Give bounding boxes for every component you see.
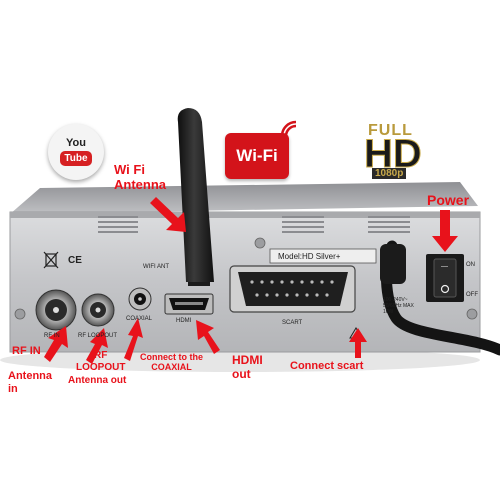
youtube-you-text: You — [66, 137, 86, 149]
fullhd-hd-text: HD — [364, 132, 423, 176]
scart-panel-label: SCART — [282, 320, 303, 326]
connect-scart-annotation: Connect scart — [290, 360, 364, 372]
panel-screws — [14, 237, 478, 320]
power-off-label: OFF — [466, 292, 478, 298]
rf-in-panel-label: RF IN — [44, 333, 60, 339]
hdmi-panel-label: HDMI — [176, 318, 192, 324]
annotation-arrows — [44, 197, 458, 364]
model-label-plate — [269, 248, 377, 264]
rf-in-annotation: RF IN — [12, 345, 41, 357]
hdmi-port — [164, 293, 214, 315]
fullhd-resolution-text: 1080p — [372, 168, 407, 179]
power-on-label: ON — [466, 262, 475, 268]
rf-loopout-panel-label: RF LOOPOUT — [78, 333, 118, 339]
wifi-ant-label: WIFI ANT — [143, 264, 169, 270]
wifi-antenna-annotation: Wi Fi Antenna — [114, 162, 166, 192]
vent-grilles — [98, 216, 410, 233]
youtube-tube-text: Tube — [60, 151, 92, 166]
coaxial-panel-label: COAXIAL — [126, 316, 153, 322]
wifi-logo: Wi-Fi — [225, 133, 289, 179]
fullhd-full-text: FULL — [368, 122, 413, 139]
antenna-out-annotation: Antenna out — [68, 375, 127, 386]
rf-loopout-annotation: RF LOOPOUT — [76, 350, 126, 373]
rf-in-connector — [35, 289, 77, 331]
youtube-logo: You Tube — [48, 124, 104, 180]
power-rating-label: 100-240V~ 50/60Hz MAX 10W — [383, 297, 414, 315]
case-top — [10, 182, 478, 214]
antenna-in-annotation: Antenna in — [8, 370, 52, 395]
scart-port — [229, 265, 356, 313]
coaxial-connector — [128, 287, 152, 311]
power-annotation: Power — [427, 192, 470, 208]
rf-loopout-connector — [81, 293, 115, 327]
svg-text:—: — — [441, 263, 448, 270]
model-label: Model:HD Silver+ — [278, 252, 341, 261]
wifi-antenna — [177, 108, 214, 286]
compliance-icons — [43, 251, 59, 269]
hdmi-out-annotation: HDMI out — [232, 353, 263, 381]
connect-coaxial-annotation: Connect to the COAXIAL — [140, 352, 203, 373]
power-section: — — [380, 240, 500, 356]
ce-mark: CE — [68, 255, 82, 266]
